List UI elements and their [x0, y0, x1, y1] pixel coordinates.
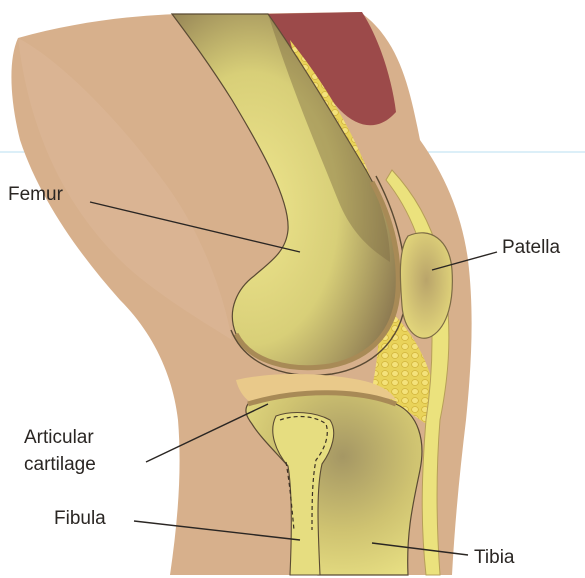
- tibia-label: Tibia: [474, 547, 515, 568]
- fibula-label: Fibula: [54, 508, 106, 529]
- femur-label: Femur: [8, 184, 64, 205]
- articular-cartilage-label-line2: cartilage: [24, 454, 96, 475]
- patella-bone: [400, 233, 452, 338]
- patella-label: Patella: [502, 237, 561, 258]
- articular-cartilage-label-line1: Articular: [24, 427, 94, 448]
